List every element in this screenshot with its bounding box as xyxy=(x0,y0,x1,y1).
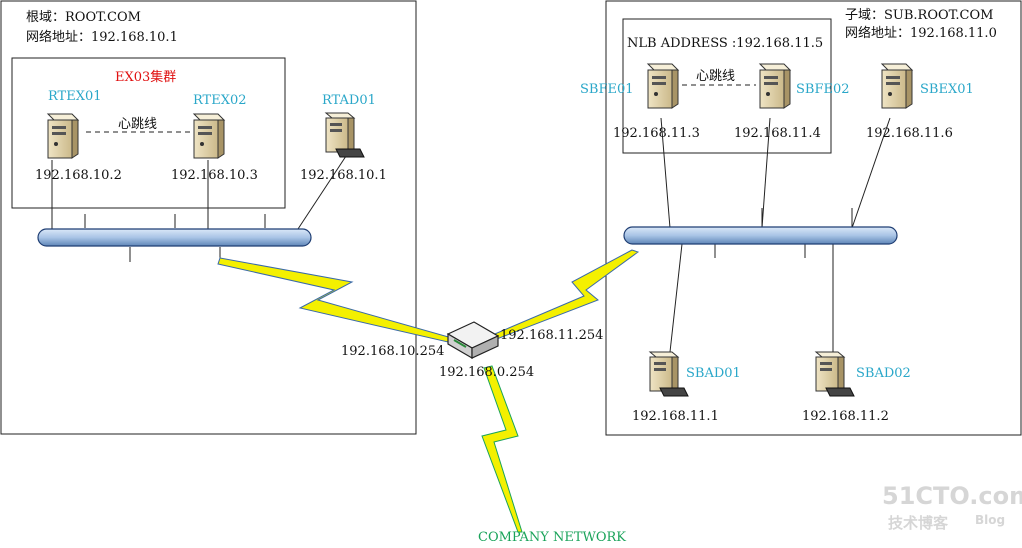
sbex01-server-icon xyxy=(881,63,913,109)
sub-network-bus xyxy=(623,226,898,245)
root-net-label: 网络地址：192.168.10.1 xyxy=(26,29,178,45)
root-heartbeat-label: 心跳线 xyxy=(118,117,157,132)
root-domain-box xyxy=(0,0,417,435)
sbfe01-server-icon xyxy=(647,63,679,109)
ex03-cluster-box xyxy=(11,57,286,209)
rtex01-name: RTEX01 xyxy=(48,89,102,104)
router-icon xyxy=(446,321,500,360)
sbfe02-name: SBFE02 xyxy=(796,82,850,97)
watermark-blog: Blog xyxy=(975,513,1005,527)
sbfe01-ip: 192.168.11.3 xyxy=(613,126,700,141)
cluster-label: EX03集群 xyxy=(115,69,176,85)
rtad01-name: RTAD01 xyxy=(322,93,376,108)
sbad02-name: SBAD02 xyxy=(856,366,911,381)
sbad01-ip: 192.168.11.1 xyxy=(632,409,719,424)
sbad02-workstation-icon xyxy=(815,351,855,397)
rtex01-ip: 192.168.10.2 xyxy=(35,168,122,183)
sub-net-label: 网络地址：192.168.11.0 xyxy=(845,25,997,41)
sub-domain-box xyxy=(605,0,1022,436)
root-network-bus xyxy=(37,228,312,247)
rtex01-server-icon xyxy=(47,113,79,159)
nlb-box xyxy=(622,18,832,154)
sbex01-name: SBEX01 xyxy=(920,82,974,97)
sbad02-ip: 192.168.11.2 xyxy=(802,409,889,424)
company-network-label: COMPANY NETWORK xyxy=(478,530,626,545)
rtad01-workstation-icon xyxy=(325,112,365,158)
rtex02-server-icon xyxy=(193,113,225,159)
router-ip-company: 192.168.0.254 xyxy=(439,365,534,380)
sbfe02-server-icon xyxy=(759,63,791,109)
rtad01-ip: 192.168.10.1 xyxy=(300,168,387,183)
rtex02-name: RTEX02 xyxy=(193,93,247,108)
sbfe01-name: SBFE01 xyxy=(580,82,634,97)
link-router-to-company xyxy=(481,365,523,533)
router-ip-sub: 192.168.11.254 xyxy=(500,328,603,343)
sub-domain-label: 子域：SUB.ROOT.COM xyxy=(845,8,993,23)
watermark-logo: 51CTO.com xyxy=(882,482,1022,510)
sbad01-workstation-icon xyxy=(649,351,689,397)
rtex02-ip: 192.168.10.3 xyxy=(171,168,258,183)
nlb-label: NLB ADDRESS :192.168.11.5 xyxy=(627,36,823,51)
watermark-blog-cn: 技术博客 xyxy=(888,514,949,532)
link-root-to-router xyxy=(217,257,453,343)
root-domain-label: 根域：ROOT.COM xyxy=(26,10,141,25)
link-sub-to-router xyxy=(489,249,640,341)
router-ip-root: 192.168.10.254 xyxy=(341,344,444,359)
sbex01-ip: 192.168.11.6 xyxy=(866,126,953,141)
sbad01-name: SBAD01 xyxy=(686,366,741,381)
sbfe02-ip: 192.168.11.4 xyxy=(734,126,821,141)
sub-heartbeat-label: 心跳线 xyxy=(696,69,735,84)
